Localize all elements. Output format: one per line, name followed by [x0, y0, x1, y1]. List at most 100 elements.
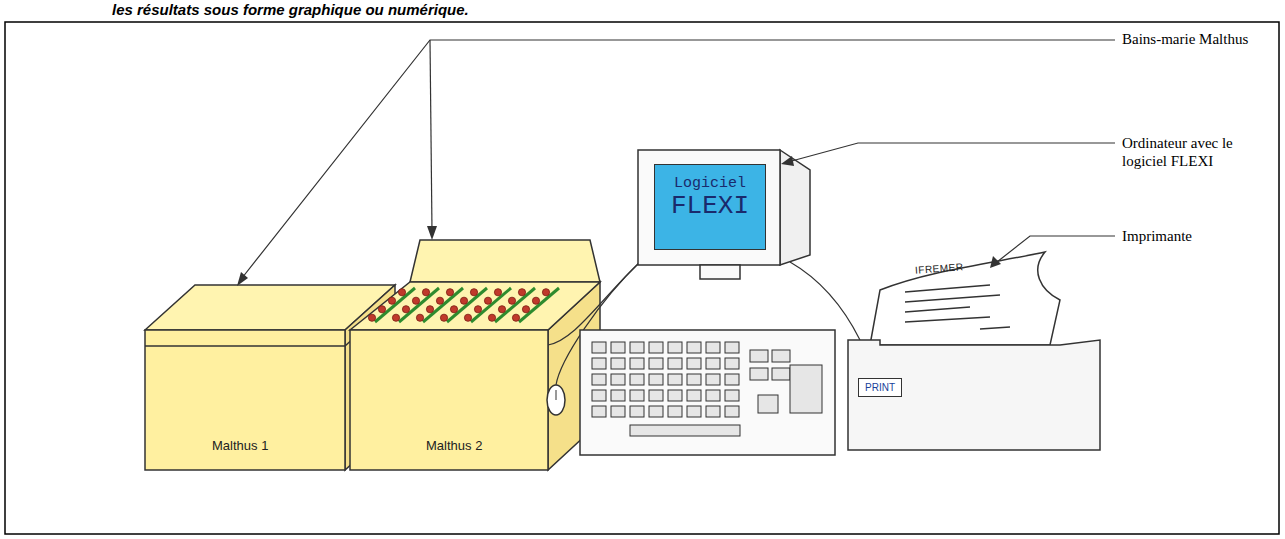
tube	[474, 306, 481, 313]
tube	[542, 289, 549, 296]
callout-label: Bains-marie Malthus	[1122, 30, 1272, 48]
rack-bar	[399, 288, 439, 322]
key	[668, 374, 682, 385]
keypad	[790, 365, 822, 413]
monitor	[638, 150, 780, 265]
computer	[580, 150, 835, 455]
node-text: FLEXI	[661, 192, 759, 222]
node-text: Malthus 2	[426, 438, 482, 453]
tube	[426, 306, 433, 313]
key	[649, 406, 663, 417]
print-button: PRINT	[858, 378, 902, 397]
rack-bar	[375, 288, 415, 322]
key	[725, 406, 739, 417]
rack-bar	[519, 288, 559, 322]
tube	[412, 297, 419, 304]
key	[772, 368, 790, 380]
key	[706, 342, 720, 353]
rack-bar	[495, 288, 535, 322]
mouse-button	[556, 390, 557, 400]
tube	[484, 297, 491, 304]
node-text: PRINT	[865, 382, 895, 393]
leader-line	[788, 143, 1115, 162]
tube	[446, 289, 453, 296]
node-text: Malthus 1	[212, 438, 268, 453]
key	[630, 406, 644, 417]
bath-lid	[410, 240, 600, 282]
tube-rack	[368, 288, 559, 322]
leader-line	[242, 40, 1115, 278]
rack-bar	[423, 288, 463, 322]
drawing-part	[905, 295, 1000, 302]
drawing-part	[980, 327, 1010, 329]
key	[725, 390, 739, 401]
key	[630, 374, 644, 385]
arrowhead	[237, 272, 248, 286]
key	[668, 406, 682, 417]
tube	[416, 314, 423, 321]
leader-line	[430, 40, 432, 232]
tube	[522, 306, 529, 313]
arrowhead	[990, 256, 1001, 268]
frame	[5, 22, 1279, 534]
tube	[440, 314, 447, 321]
tube	[494, 289, 501, 296]
leader-lines	[242, 40, 1115, 278]
cable	[790, 262, 860, 340]
key	[668, 342, 682, 353]
key	[668, 390, 682, 401]
bath-front	[145, 330, 345, 470]
tube	[508, 297, 515, 304]
rack-bar	[447, 288, 487, 322]
screen: LogicielFLEXI	[654, 164, 766, 250]
key	[750, 350, 768, 362]
space-bar	[630, 425, 740, 436]
bath-front	[350, 330, 548, 470]
key	[611, 390, 625, 401]
leader-line	[997, 236, 1115, 262]
key	[687, 358, 701, 369]
key	[592, 406, 606, 417]
tube	[512, 314, 519, 321]
drawing-part	[905, 307, 970, 312]
key	[630, 342, 644, 353]
printer-body	[848, 340, 1100, 450]
key	[750, 368, 768, 380]
monitor-side	[780, 150, 810, 265]
tube	[532, 297, 539, 304]
key	[649, 358, 663, 369]
tube	[378, 306, 385, 313]
tube	[398, 289, 405, 296]
key	[687, 374, 701, 385]
key	[706, 390, 720, 401]
keys	[592, 342, 822, 436]
key	[706, 406, 720, 417]
key	[611, 374, 625, 385]
key	[611, 342, 625, 353]
key	[706, 358, 720, 369]
key	[611, 358, 625, 369]
key	[725, 374, 739, 385]
key	[687, 390, 701, 401]
key	[611, 406, 625, 417]
key	[630, 358, 644, 369]
arrowhead	[781, 156, 794, 166]
key	[687, 342, 701, 353]
tube	[470, 289, 477, 296]
key	[758, 395, 778, 413]
tube	[498, 306, 505, 313]
key	[630, 390, 644, 401]
tube	[488, 314, 495, 321]
heading-text: les résultats sous forme graphique ou nu…	[112, 1, 469, 19]
paper-lines	[905, 285, 1010, 329]
mouse	[547, 385, 565, 415]
drawing-part	[905, 317, 990, 322]
tube	[402, 306, 409, 313]
tube	[518, 289, 525, 296]
tube	[450, 306, 457, 313]
water-bath-2	[350, 240, 600, 470]
printer	[848, 252, 1100, 450]
tube	[368, 314, 375, 321]
node-text: Logiciel	[661, 175, 759, 192]
